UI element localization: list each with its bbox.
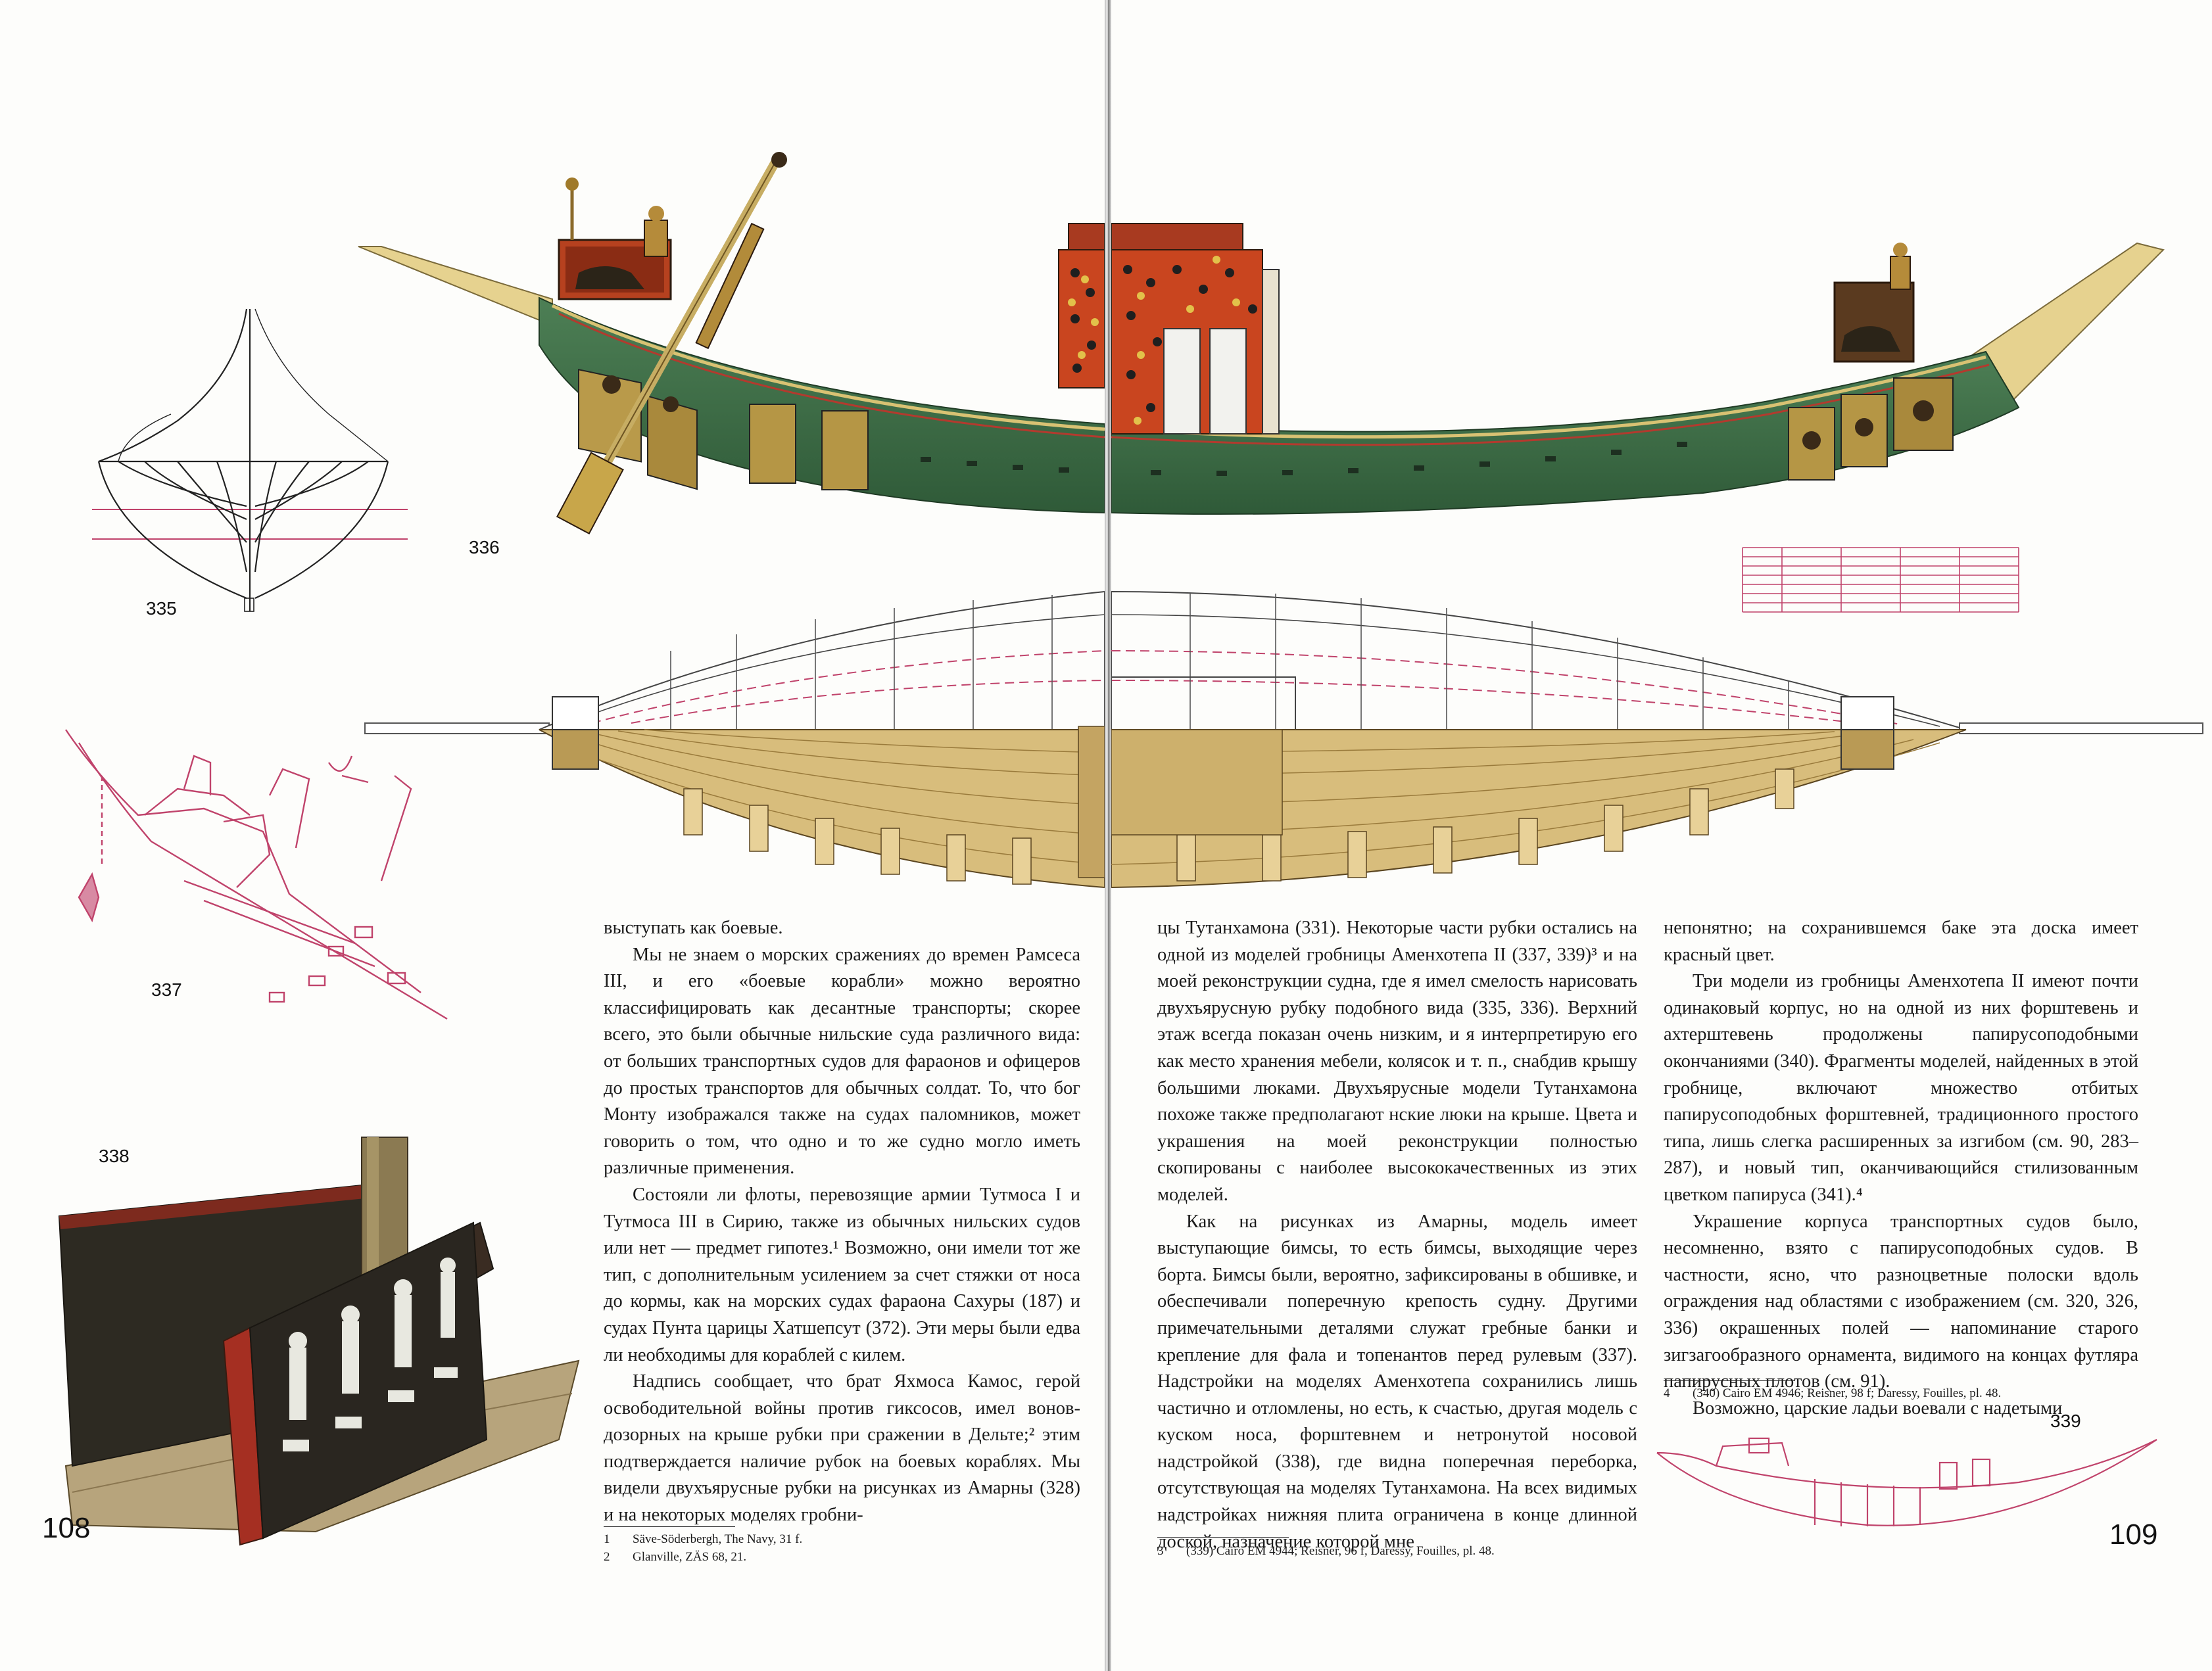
right-page-footnotes-col2: 4(340) Cairo EM 4946; Reisner, 98 f; Dar…	[1664, 1384, 2001, 1402]
page-number-left: 108	[42, 1512, 91, 1544]
figure-338-model-photo	[58, 1137, 580, 1546]
footnote: 4(340) Cairo EM 4946; Reisner, 98 f; Dar…	[1664, 1386, 2002, 1400]
right-page-footnotes-col1: 3(339) Cairo EM 4944; Reisner, 96 f, Dar…	[1157, 1542, 1495, 1560]
footnote-rule	[1664, 1380, 1795, 1381]
paragraph: Украшение корпуса транспортных судов был…	[1664, 1211, 2138, 1392]
paragraph: Три модели из гробницы Аменхотепа II име…	[1664, 971, 2138, 1205]
figure-336-boat-plan-right	[1111, 590, 2203, 889]
book-gutter	[1105, 0, 1111, 1671]
paragraph: цы Тутанхамона (331). Некоторые части ру…	[1157, 918, 1637, 1205]
figure-number-337: 337	[151, 979, 182, 1000]
figure-number-339: 339	[2050, 1411, 2081, 1431]
page-number-right: 109	[2109, 1518, 2158, 1551]
paragraph: Как на рисунках из Амарны, модель имеет …	[1157, 1211, 1637, 1552]
figure-335-cross-section	[92, 308, 408, 612]
paragraph: Состояли ли флоты, перевозящие армии Тут…	[604, 1184, 1080, 1365]
right-page-text-column-2: непонятно; на сохранившемся баке эта дос…	[1664, 915, 2138, 1422]
figure-336-boat-plan-left	[364, 590, 1105, 889]
footnote: 3(339) Cairo EM 4944; Reisner, 96 f, Dar…	[1157, 1544, 1495, 1558]
paragraph: Возможно, царские ладьи воевали с надеты…	[1693, 1398, 2063, 1419]
left-page: 335	[0, 0, 1105, 1671]
figure-339-hull-profile	[1656, 1437, 2157, 1526]
right-page: цы Тутанхамона (331). Некоторые части ру…	[1111, 0, 2212, 1671]
figure-number-336: 336	[469, 537, 500, 557]
right-page-text-column-1: цы Тутанхамона (331). Некоторые части ру…	[1157, 915, 1637, 1555]
footnote-rule	[1157, 1537, 1289, 1538]
figure-336-boat-elevation-right	[1111, 223, 2165, 515]
paragraph: Мы не знаем о морских сражениях до време…	[604, 944, 1080, 1179]
paragraph: Надпись сообщает, что брат Яхмоса Камос,…	[604, 1371, 1080, 1526]
paragraph: выступать как боевые.	[604, 918, 783, 938]
figure-336-boat-elevation-left	[358, 152, 1105, 535]
figure-number-338: 338	[99, 1146, 130, 1166]
figure-337-stern-drawing	[65, 729, 448, 1020]
footnote-rule	[604, 1526, 735, 1527]
paragraph: непонятно; на сохранившемся баке эта дос…	[1664, 918, 2138, 965]
figure-number-335: 335	[146, 598, 177, 619]
left-page-text-column: выступать как боевые. Мы не знаем о морс…	[604, 915, 1080, 1529]
figure-pink-grid	[1742, 547, 2019, 613]
